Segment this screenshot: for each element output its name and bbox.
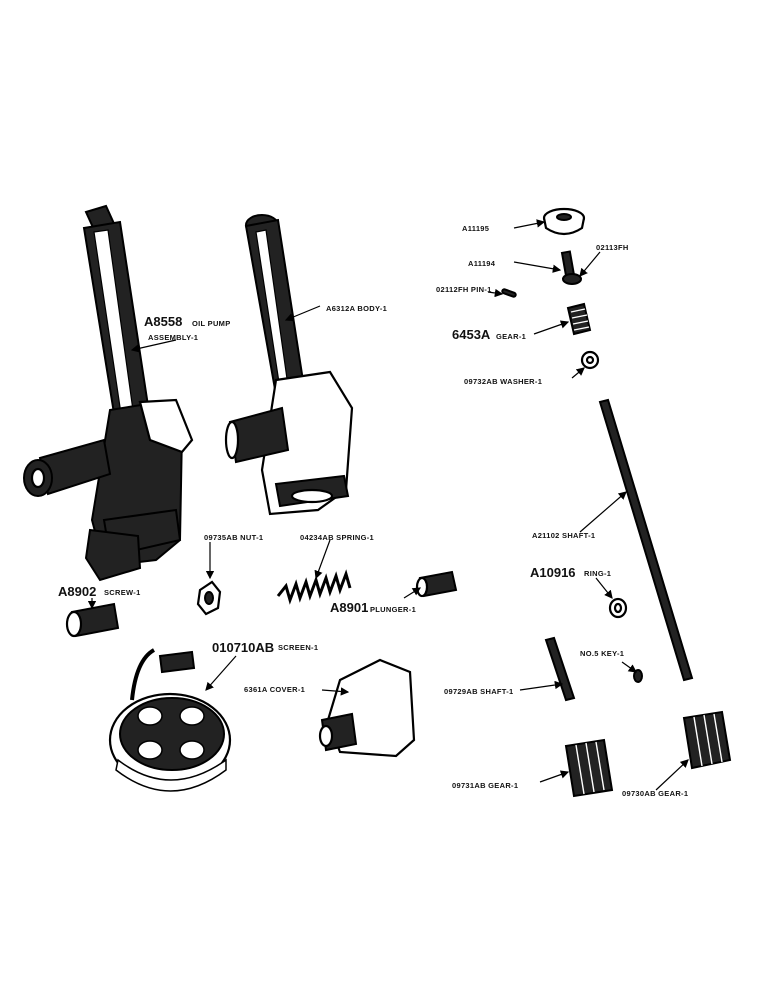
short-shaft-part	[544, 636, 576, 702]
screw-part	[65, 602, 120, 638]
label-a11195: A11195	[462, 224, 489, 233]
gear-09730ab-part	[682, 710, 732, 770]
label-a10916-desc: RING-1	[584, 569, 611, 578]
label-010710ab-number: 010710AB	[212, 640, 274, 655]
label-a11194: A11194	[468, 259, 496, 268]
label-a8558-number: A8558	[144, 314, 182, 329]
cover-part	[318, 658, 416, 758]
label-09732ab: 09732AB WASHER-1	[464, 377, 542, 386]
key-part	[633, 669, 643, 683]
ring-part	[608, 597, 628, 619]
label-a8901-number: A8901	[330, 600, 368, 615]
label-a8902-desc: SCREW-1	[104, 588, 141, 597]
label-a21102: A21102 SHAFT-1	[532, 531, 595, 540]
part-labels: A11195 A11194 02113FH 02112FH PIN-1 6453…	[58, 224, 688, 798]
washer-part	[580, 350, 600, 370]
gear-09731ab-part	[564, 738, 614, 798]
label-09735ab: 09735AB NUT-1	[204, 533, 263, 542]
cap-part	[542, 207, 586, 236]
label-010710ab-desc: SCREEN-1	[278, 643, 318, 652]
label-6361a: 6361A COVER-1	[244, 685, 305, 694]
label-6453a-desc: GEAR-1	[496, 332, 526, 341]
label-a8558-desc2: ASSEMBLY-1	[148, 333, 198, 342]
leader-lines	[87, 219, 689, 791]
gear-part	[566, 302, 592, 336]
oil-pump-assembly-part	[23, 204, 194, 582]
plunger-part	[415, 570, 458, 598]
label-a6312a: A6312A BODY-1	[326, 304, 387, 313]
label-a8902-number: A8902	[58, 584, 96, 599]
spring-part	[276, 569, 352, 605]
label-a8558-desc1: OIL PUMP	[192, 319, 231, 328]
drive-shaft-part	[560, 250, 582, 285]
label-09730ab: 09730AB GEAR-1	[622, 789, 688, 798]
screen-part	[108, 648, 232, 792]
label-02113fh: 02113FH	[596, 243, 629, 252]
nut-part	[196, 580, 222, 616]
label-02112fh: 02112FH PIN-1	[436, 285, 492, 294]
label-09729ab: 09729AB SHAFT-1	[444, 687, 514, 696]
label-a10916-number: A10916	[530, 565, 576, 580]
body-part	[224, 214, 354, 516]
label-6453a-number: 6453A	[452, 327, 491, 342]
label-a8901-desc: PLUNGER-1	[370, 605, 416, 614]
label-no5-key: NO.5 KEY-1	[580, 649, 624, 658]
long-shaft-part	[598, 398, 694, 682]
pin-part	[501, 288, 517, 298]
label-04234ab: 04234AB SPRING-1	[300, 533, 374, 542]
label-09731ab: 09731AB GEAR-1	[452, 781, 518, 790]
